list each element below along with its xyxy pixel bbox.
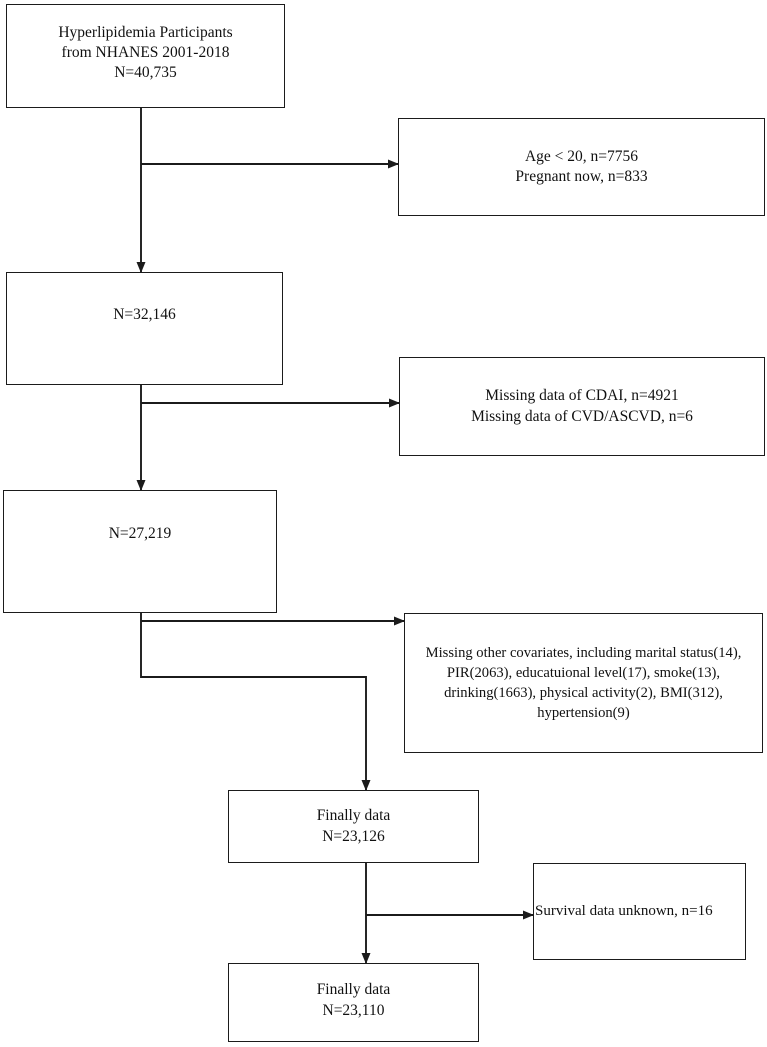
- node-text-stack: Hyperlipidemia Participants from NHANES …: [58, 23, 232, 83]
- node-text-line: drinking(1663), physical activity(2), BM…: [444, 685, 723, 701]
- node-text-line: Age < 20, n=7756: [524, 147, 639, 165]
- node-cohort-after-age-pregnancy: N=32,146: [6, 272, 283, 385]
- node-text-stack: Survival data unknown, n=16: [534, 902, 713, 922]
- node-text-line: from NHANES 2001-2018: [61, 43, 230, 61]
- node-final-data-analytic: Finally data N=23,126: [228, 790, 479, 863]
- node-text-stack: N=32,146: [113, 305, 176, 325]
- node-text-line: Missing data of CDAI, n=4921: [485, 387, 679, 405]
- node-text-line: Hyperlipidemia Participants: [58, 23, 233, 41]
- node-text-line: Finally data: [316, 807, 391, 825]
- node-exclusion-survival-unknown: Survival data unknown, n=16: [533, 863, 746, 960]
- node-text-line: N=23,126: [322, 827, 385, 845]
- node-text-line: N=32,146: [113, 306, 176, 324]
- connector-cohort3-to-final1: [140, 613, 371, 791]
- node-text-line: Missing other covariates, including mari…: [425, 644, 742, 661]
- node-text-stack: Finally data N=23,126: [317, 806, 391, 846]
- node-text-line: N=23,110: [322, 1001, 385, 1019]
- node-text-line: PIR(2063), educatuional level(17), smoke…: [446, 664, 721, 681]
- node-text-line: Finally data: [316, 981, 391, 999]
- node-exclusion-age-pregnancy: Age < 20, n=7756 Pregnant now, n=833: [398, 118, 765, 216]
- node-final-data-survival: Finally data N=23,110: [228, 963, 479, 1042]
- node-exclusion-missing-covariates: Missing other covariates, including mari…: [404, 613, 763, 753]
- node-text-line: Missing data of CVD/ASCVD, n=6: [471, 407, 693, 425]
- node-cohort-initial: Hyperlipidemia Participants from NHANES …: [6, 4, 285, 108]
- node-text-line: Survival data unknown, n=16: [535, 902, 713, 919]
- node-text-stack: Age < 20, n=7756 Pregnant now, n=833: [515, 147, 647, 187]
- node-text-stack: N=27,219: [109, 524, 172, 544]
- node-exclusion-missing-cdai-cvd: Missing data of CDAI, n=4921 Missing dat…: [399, 357, 765, 456]
- node-text-line: N=27,219: [108, 525, 172, 543]
- node-text-stack: Missing other covariates, including mari…: [426, 643, 742, 724]
- node-cohort-after-missing-cdai: N=27,219: [3, 490, 277, 613]
- node-text-line: hypertension(9): [537, 705, 630, 722]
- node-text-line: N=40,735: [114, 64, 177, 82]
- node-text-stack: Finally data N=23,110: [317, 980, 391, 1020]
- node-text-line: Pregnant now, n=833: [515, 168, 648, 185]
- node-text-stack: Missing data of CDAI, n=4921 Missing dat…: [471, 386, 693, 426]
